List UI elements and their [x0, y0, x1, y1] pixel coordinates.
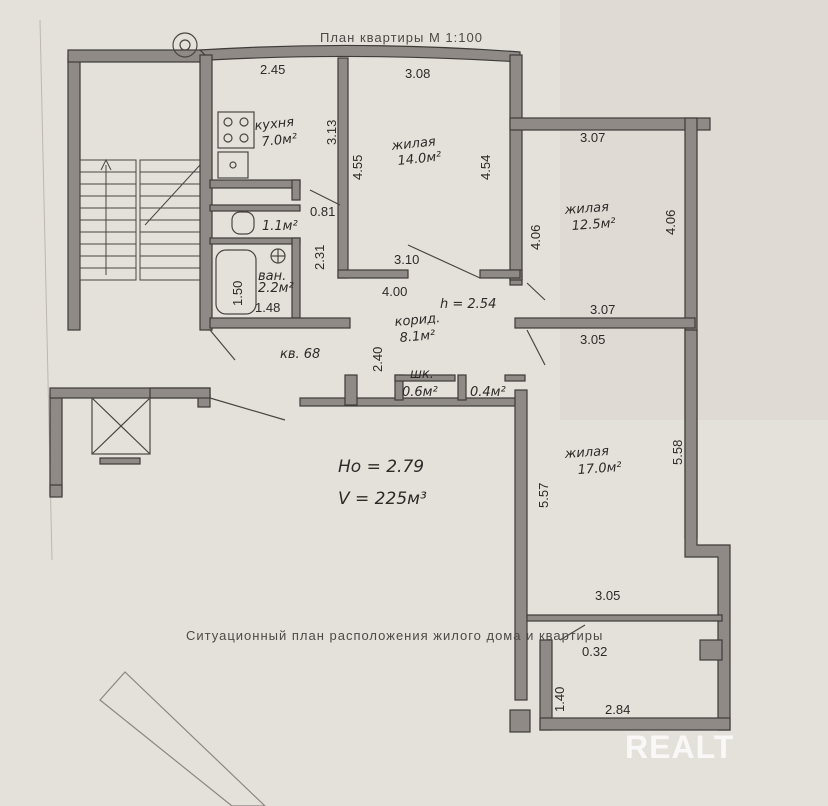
volume: V = 225м³ — [338, 489, 427, 509]
dim-living2-top: 3.07 — [580, 130, 605, 145]
dim-balcony-depth: 0.32 — [582, 644, 607, 659]
closet1-name: шк. — [410, 367, 434, 382]
dim-bath-side: 1.50 — [230, 281, 245, 306]
situation-title: Ситуационный план расположения жилого до… — [186, 628, 603, 643]
closet1-area: 0.6м² — [402, 385, 438, 400]
dim-bath-height: 2.31 — [312, 245, 327, 270]
kitchen-area: 7.0м² — [261, 131, 298, 150]
closet2-area: 0.4м² — [470, 385, 506, 400]
living1-name: жилая — [390, 134, 437, 154]
landing — [49, 387, 286, 498]
kitchen-name: кухня — [254, 115, 295, 134]
dim-living3-left: 5.57 — [536, 483, 551, 508]
dim-living3-right: 5.58 — [670, 440, 685, 465]
dim-living1-bottom: 3.10 — [394, 252, 419, 267]
dim-balcony-length: 2.84 — [605, 702, 630, 717]
dim-kitchen-top: 2.45 — [260, 62, 285, 77]
dim-corridor-side: 2.40 — [370, 347, 385, 372]
apartment-walls — [198, 44, 731, 733]
dim-living2-right: 4.06 — [663, 210, 678, 235]
dim-living3-top: 3.05 — [580, 332, 605, 347]
bath-name: ван. — [258, 269, 286, 284]
floor-height: Hо = 2.79 — [338, 457, 424, 477]
toilet-icon — [231, 211, 255, 235]
living3-name: жилая — [563, 444, 609, 462]
dim-bath-bottom: 1.48 — [255, 300, 280, 315]
living2-area: 12.5м² — [571, 216, 616, 234]
kitchen-sink — [217, 151, 249, 179]
living1-area: 14.0м² — [397, 149, 442, 169]
living3-area: 17.0м² — [577, 460, 622, 478]
dim-wc-width: 0.81 — [310, 204, 335, 219]
dim-corridor-top: 4.00 — [382, 284, 407, 299]
wc-area: 1.1м² — [262, 219, 298, 234]
dim-living3-bottom: 3.05 — [595, 588, 620, 603]
corridor-area: 8.1м² — [399, 328, 436, 346]
kitchen-stove — [217, 111, 255, 149]
apartment-number: кв. 68 — [280, 347, 320, 362]
watermark-logo: REALT — [625, 729, 734, 765]
dim-kitchen-side: 3.13 — [324, 120, 339, 145]
ceiling-height: h = 2.54 — [440, 297, 496, 312]
dim-living2-left: 4.06 — [528, 225, 543, 250]
building-outline — [99, 671, 266, 806]
bath-area: 2.2м² — [258, 281, 294, 296]
living2-name: жилая — [563, 200, 609, 218]
dim-living1-top: 3.08 — [405, 66, 430, 81]
dim-living2-bottom: 3.07 — [590, 302, 615, 317]
door-swings — [209, 189, 586, 641]
corridor-name: корид. — [394, 311, 441, 330]
bathtub-icon — [215, 248, 286, 315]
dim-living1-left: 4.55 — [350, 155, 365, 180]
dim-living1-right: 4.54 — [478, 155, 493, 180]
plan-title: План квартиры М 1:100 — [320, 30, 483, 45]
dim-balcony-side: 1.40 — [552, 687, 567, 712]
